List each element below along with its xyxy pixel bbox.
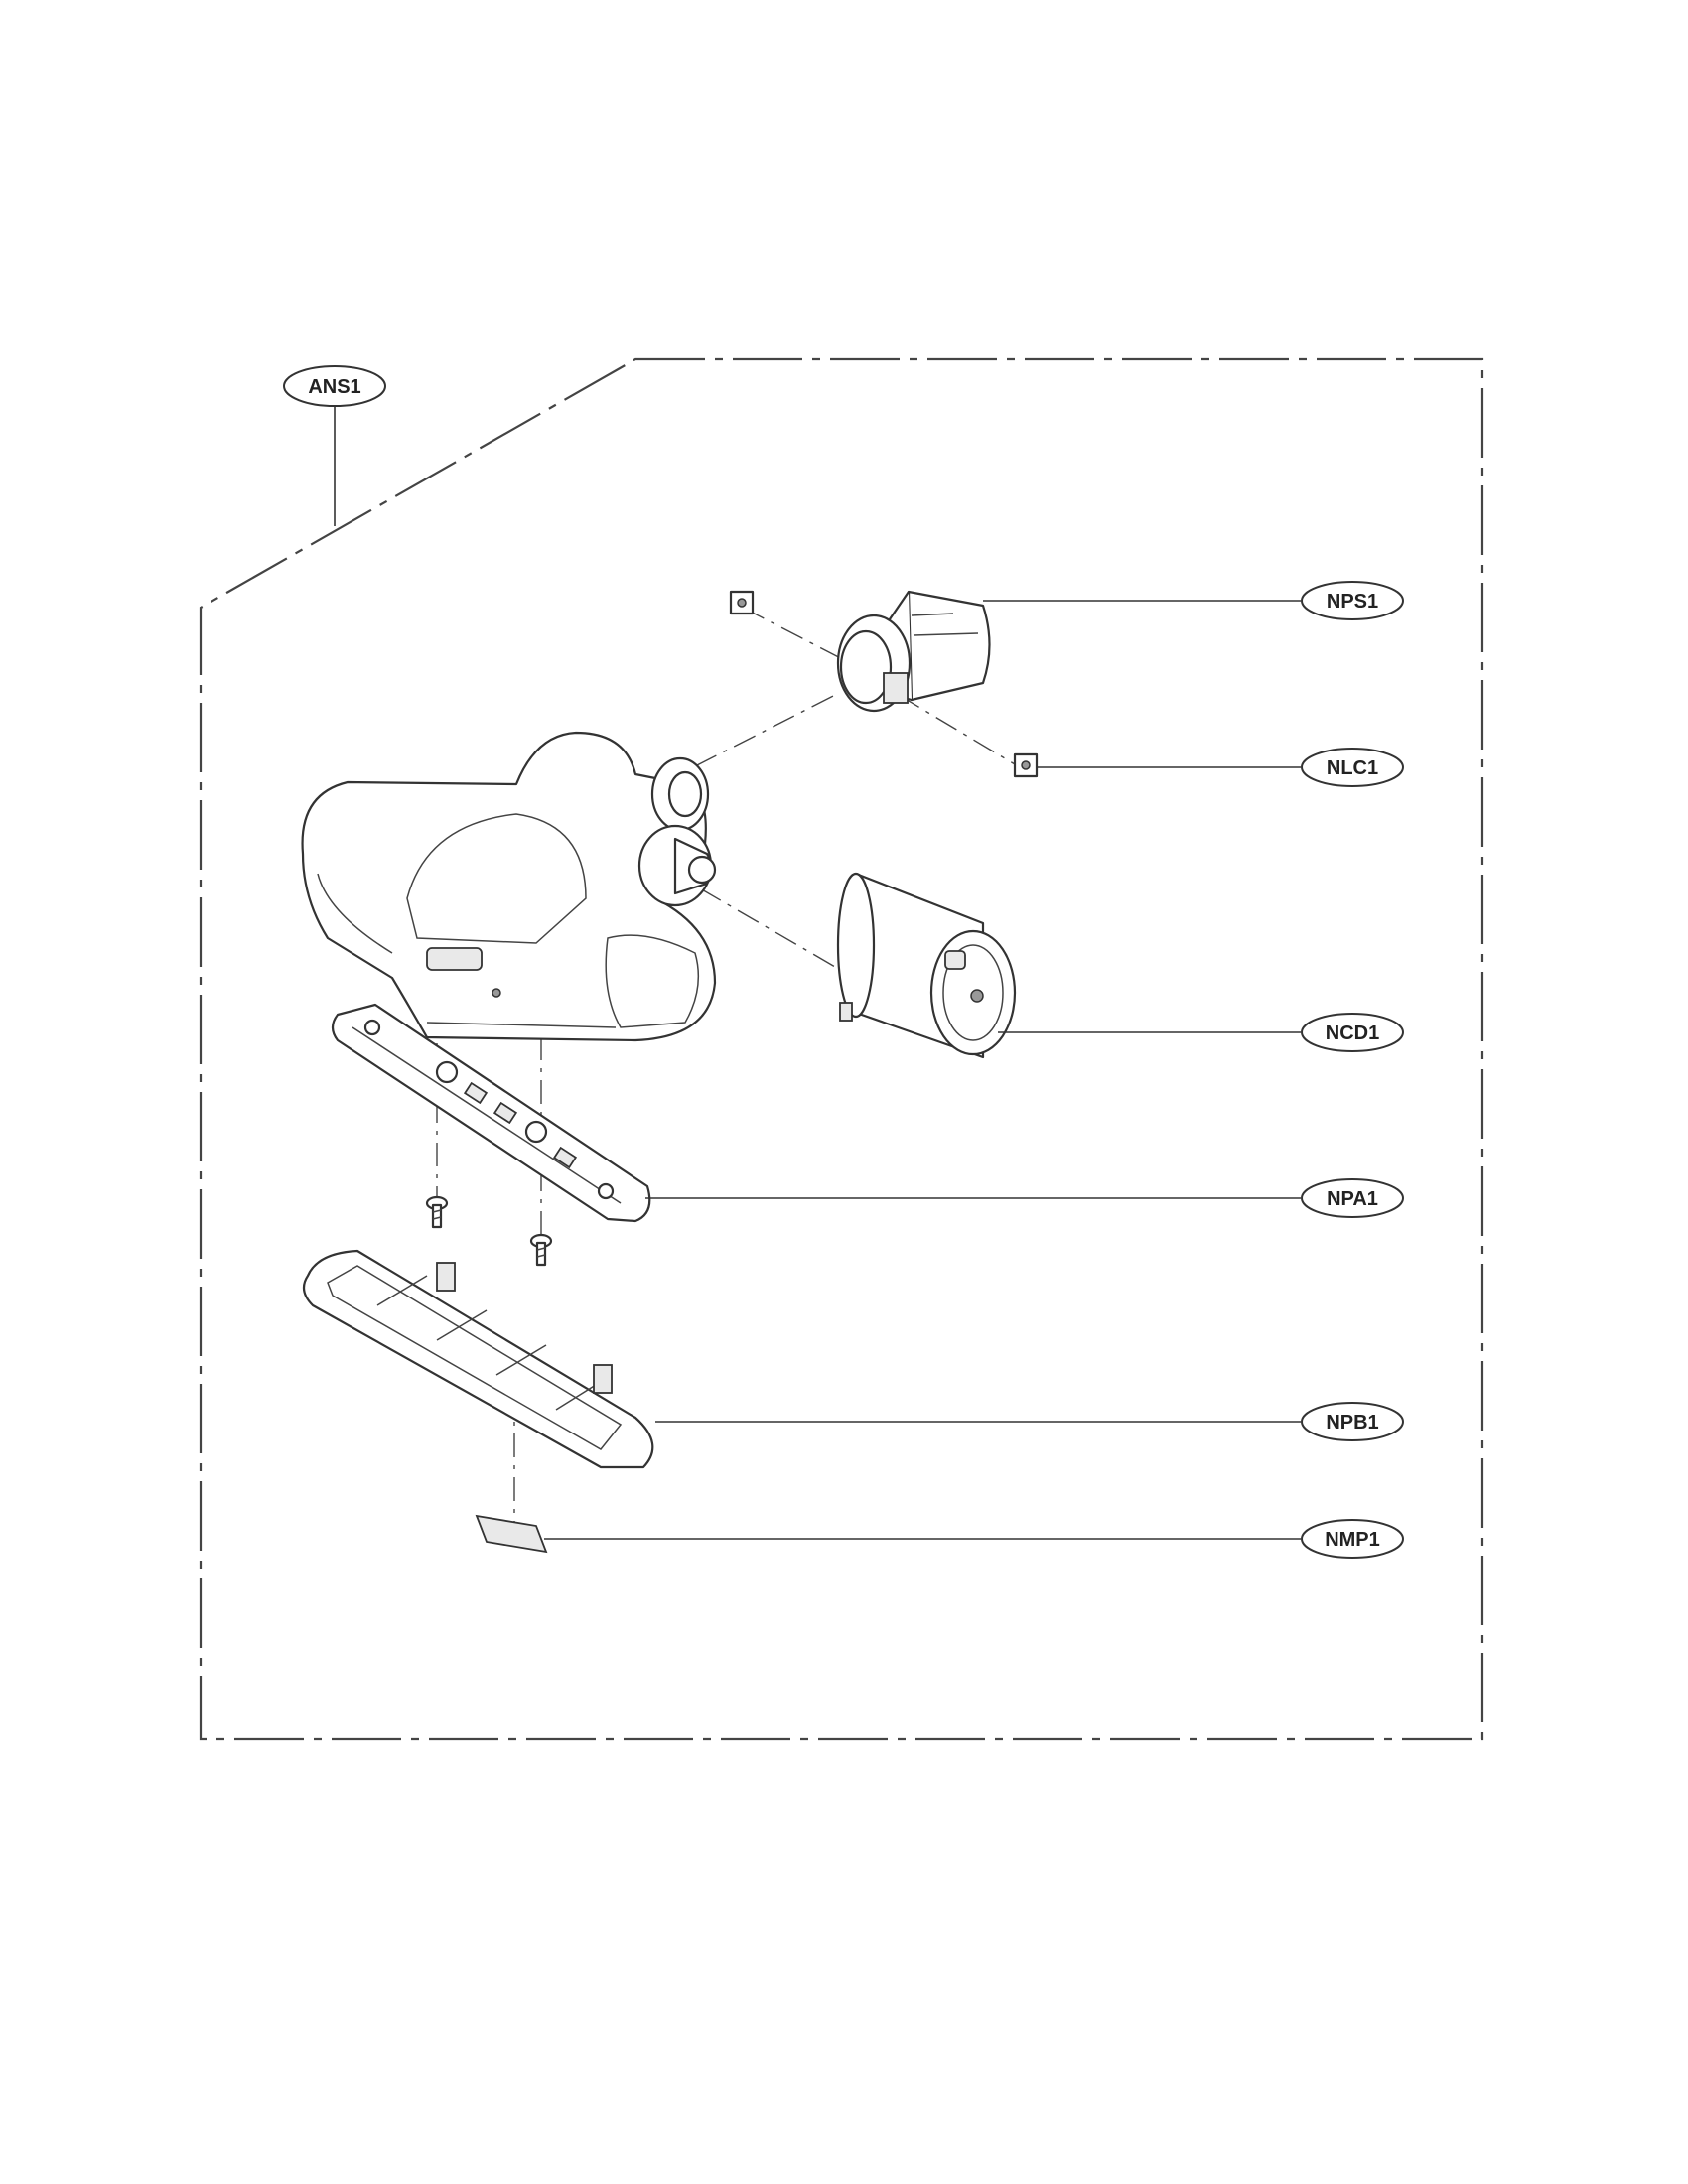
part-nps1-joint bbox=[836, 590, 991, 713]
part-nmp1-plate bbox=[475, 1514, 548, 1554]
callout-ncd1: NCD1 bbox=[998, 1013, 1404, 1052]
callout-label-ncd1: NCD1 bbox=[1326, 1023, 1379, 1044]
part-clip-upper bbox=[729, 590, 755, 615]
callout-nlc1: NLC1 bbox=[1037, 748, 1404, 787]
callout-label-nps1: NPS1 bbox=[1327, 591, 1378, 613]
part-nozzle-head bbox=[301, 731, 717, 1042]
callout-label-nmp1: NMP1 bbox=[1325, 1529, 1380, 1551]
callout-npa1: NPA1 bbox=[645, 1178, 1404, 1218]
part-npb1-base bbox=[302, 1249, 654, 1469]
part-ncd1-drum bbox=[836, 872, 1017, 1059]
assembly-boundary-frame bbox=[199, 357, 1484, 1741]
part-nlc1-clip bbox=[1013, 752, 1039, 778]
part-screw-right bbox=[529, 1233, 553, 1267]
part-screw-left bbox=[425, 1195, 449, 1229]
callout-label-npb1: NPB1 bbox=[1326, 1412, 1378, 1433]
callout-label-ans1: ANS1 bbox=[308, 376, 360, 398]
callout-npb1: NPB1 bbox=[655, 1402, 1404, 1441]
callout-nmp1: NMP1 bbox=[544, 1519, 1404, 1559]
callout-label-nlc1: NLC1 bbox=[1327, 757, 1378, 779]
callout-nps1: NPS1 bbox=[983, 581, 1404, 620]
callout-label-npa1: NPA1 bbox=[1327, 1188, 1378, 1210]
part-npa1-bar bbox=[331, 1003, 651, 1223]
callout-ans1: ANS1 bbox=[283, 365, 386, 526]
